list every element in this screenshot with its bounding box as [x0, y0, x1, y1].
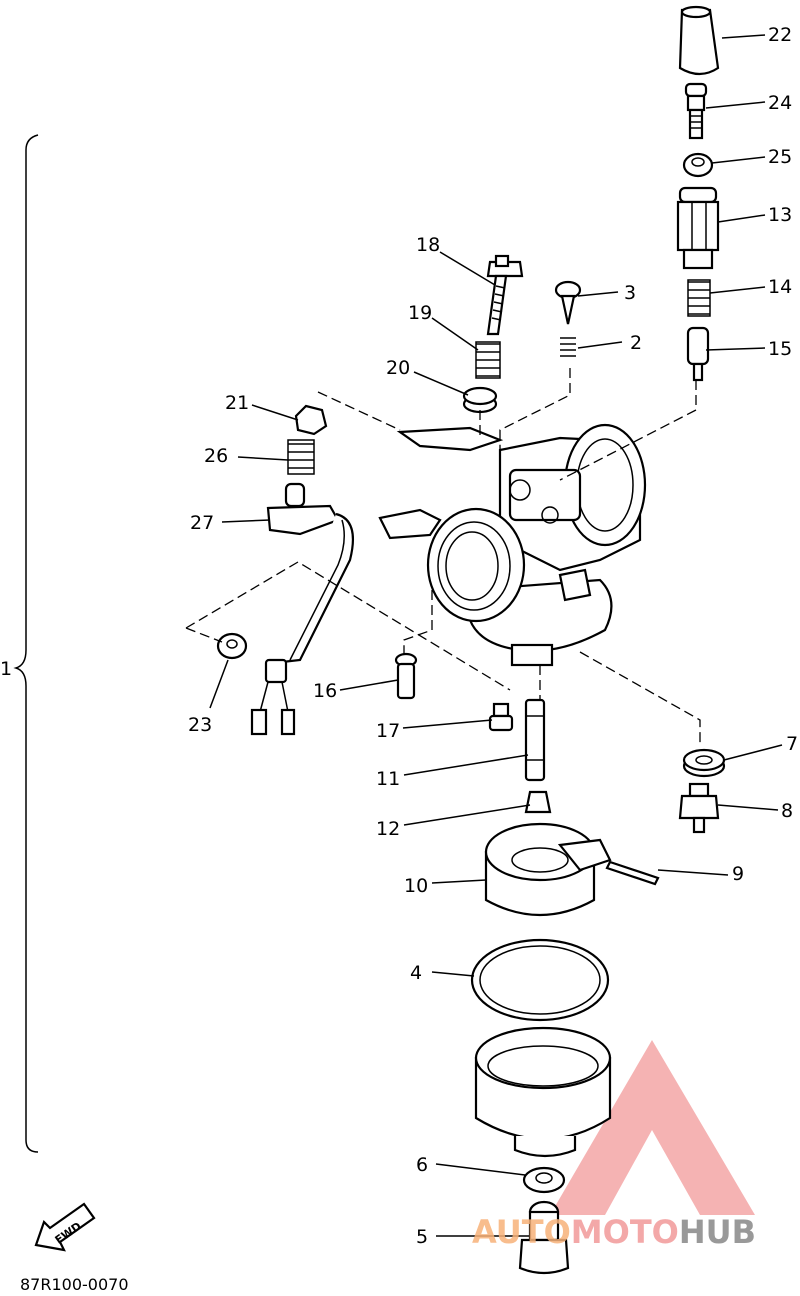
part-17-screw — [488, 702, 514, 732]
callout-12: 12 — [376, 818, 400, 840]
callout-24: 24 — [768, 92, 792, 114]
fwd-arrow-icon: FWD — [34, 1202, 96, 1252]
part-15-plunger — [686, 326, 710, 382]
callout-2: 2 — [630, 332, 642, 354]
part-4-gasket — [470, 938, 610, 1022]
part-26-spring — [287, 439, 315, 475]
callout-9: 9 — [732, 863, 744, 885]
callout-6: 6 — [416, 1154, 428, 1176]
part-14-spring — [687, 279, 711, 317]
carburetor-body — [378, 423, 647, 667]
callout-19: 19 — [408, 302, 432, 324]
callout-10: 10 — [404, 875, 428, 897]
callout-11: 11 — [376, 768, 400, 790]
callout-27: 27 — [190, 512, 214, 534]
part-19-spring — [475, 341, 501, 379]
part-21-nut — [294, 404, 328, 436]
part-5-drain-bolt — [518, 1200, 570, 1275]
callout-8: 8 — [781, 800, 793, 822]
part-11-tube — [524, 698, 546, 782]
callout-5: 5 — [416, 1226, 428, 1248]
assembly-bracket — [13, 134, 39, 1153]
part-13-holder — [676, 186, 720, 270]
part-27-sensor — [250, 482, 354, 736]
callout-14: 14 — [768, 276, 792, 298]
part-3-screw — [554, 280, 582, 325]
svg-text:AUTOMOTOHUB: AUTOMOTOHUB — [472, 1213, 756, 1251]
guide-lines — [185, 368, 701, 745]
part-24-screw — [684, 82, 708, 140]
callout-13: 13 — [768, 204, 792, 226]
part-9-pin — [605, 860, 660, 886]
callout-23: 23 — [188, 714, 212, 736]
part-7-washer — [682, 748, 726, 778]
part-25-nut — [682, 152, 714, 178]
callout-25: 25 — [768, 146, 792, 168]
float-bowl — [474, 1026, 612, 1158]
part-6-washer — [522, 1166, 566, 1194]
part-23-washer — [216, 632, 248, 660]
callout-22: 22 — [768, 24, 792, 46]
watermark-text: AUTOMOTOHUB — [472, 1213, 756, 1251]
part-22-cap — [678, 5, 720, 76]
part-code: 87R100-0070 — [20, 1275, 129, 1294]
callout-16: 16 — [313, 680, 337, 702]
part-10-float — [484, 822, 612, 916]
callout-7: 7 — [786, 733, 798, 755]
callout-4: 4 — [410, 962, 422, 984]
callout-21: 21 — [225, 392, 249, 414]
part-2-spring — [560, 337, 576, 357]
watermark-logo — [550, 1040, 755, 1215]
part-16-screw — [394, 652, 418, 700]
callout-1: 1 — [0, 658, 12, 680]
part-20-collar — [462, 386, 498, 414]
callout-3: 3 — [624, 282, 636, 304]
callout-15: 15 — [768, 338, 792, 360]
part-12-jet — [524, 790, 552, 814]
callout-20: 20 — [386, 357, 410, 379]
part-18-screw — [486, 254, 524, 336]
callout-26: 26 — [204, 445, 228, 467]
part-8-valve — [678, 782, 720, 834]
callout-18: 18 — [416, 234, 440, 256]
callout-17: 17 — [376, 720, 400, 742]
callout-leaders — [209, 34, 783, 1237]
